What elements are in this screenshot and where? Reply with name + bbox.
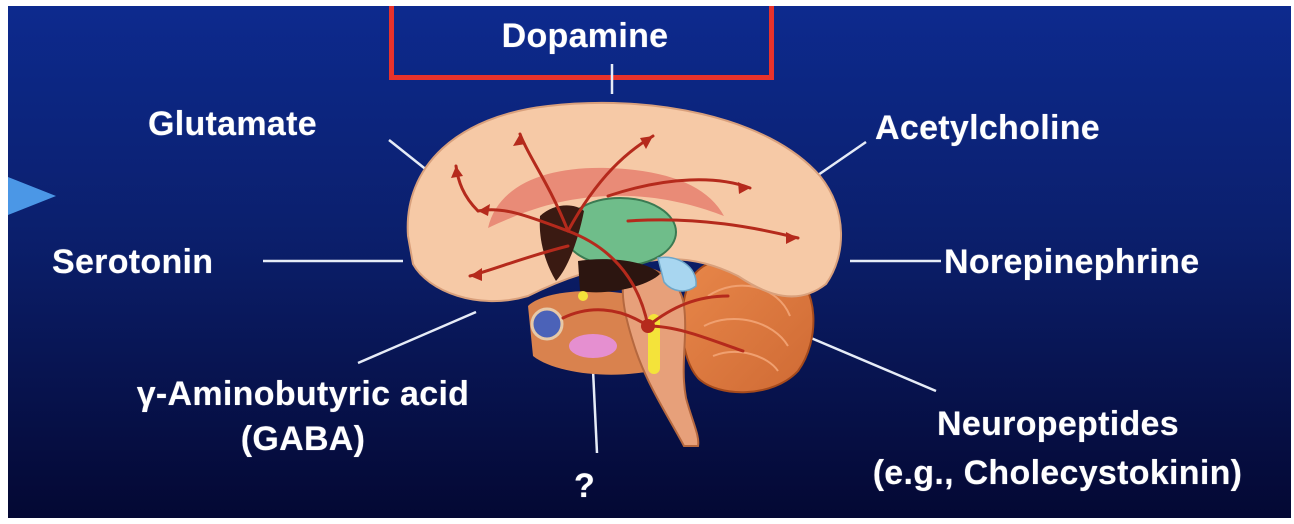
label-unknown: ?	[574, 466, 595, 506]
connector-gaba	[358, 312, 476, 363]
slide: Dopamine Glutamate Acetylcholine Seroton…	[8, 6, 1291, 518]
label-gaba-line1: γ-Aminobutyric acid	[93, 374, 513, 414]
label-acetylcholine: Acetylcholine	[875, 108, 1100, 148]
label-glutamate: Glutamate	[148, 104, 317, 144]
connector-unknown	[593, 370, 597, 453]
label-norepinephrine: Norepinephrine	[944, 242, 1199, 282]
hypothalamus-blue	[532, 309, 562, 339]
label-neuropeptides-line1: Neuropeptides	[843, 404, 1273, 444]
pink-structure	[569, 334, 617, 358]
connector-neuropeptides	[811, 338, 936, 391]
nucleus-red	[641, 319, 655, 333]
small-yellow	[578, 291, 588, 301]
label-serotonin: Serotonin	[52, 242, 213, 282]
label-dopamine: Dopamine	[440, 16, 730, 56]
label-gaba-line2: (GABA)	[93, 419, 513, 459]
label-neuropeptides-line2: (e.g., Cholecystokinin)	[830, 453, 1285, 493]
